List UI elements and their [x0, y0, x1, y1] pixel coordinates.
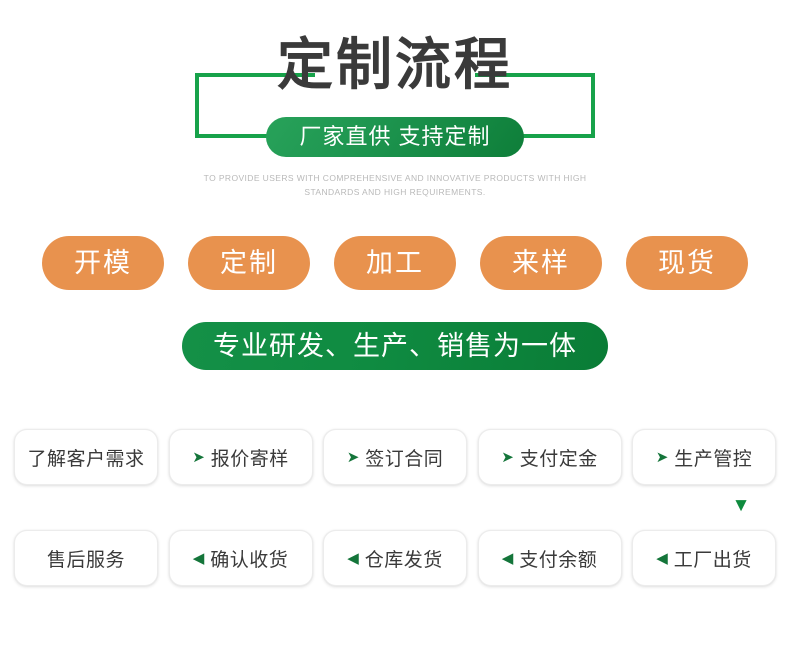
flow-row-bottom: 售后服务 ◀ 确认收货 ◀ 仓库发货 ◀ 支付余额 ◀ 工厂出货 [14, 530, 776, 586]
header-subtitle-line-2: STANDARDS AND HIGH REQUIREMENTS. [304, 187, 486, 197]
flow-step-card[interactable]: ◀ 确认收货 [168, 530, 313, 586]
flow-step-label: 仓库发货 [364, 549, 443, 571]
arrow-right-icon: ➤ [501, 448, 514, 466]
header-badge: 厂家直供 支持定制 [266, 117, 524, 157]
flow-step-label: 了解客户需求 [27, 448, 145, 470]
header-section: 定制流程 厂家直供 支持定制 TO PROVIDE USERS WITH COM… [0, 0, 790, 215]
slogan-banner: 专业研发、生产、销售为一体 [182, 322, 608, 370]
arrow-left-icon: ◀ [501, 549, 514, 567]
capability-pill[interactable]: 来样 [480, 236, 602, 290]
flow-step-card[interactable]: ◀ 工厂出货 [632, 530, 776, 586]
arrow-left-icon: ◀ [347, 549, 359, 567]
arrow-right-icon: ➤ [192, 448, 205, 466]
decorative-bracket-left [195, 73, 315, 138]
flow-step-card[interactable]: ➤ 报价寄样 [168, 429, 313, 485]
flow-step-label: 支付余额 [519, 549, 598, 571]
header-subtitle-line-1: TO PROVIDE USERS WITH COMPREHENSIVE AND … [203, 173, 587, 183]
flow-step-card[interactable]: ◀ 仓库发货 [323, 530, 467, 586]
flow-step-card[interactable]: 售后服务 [14, 530, 158, 586]
flow-step-card[interactable]: ➤ 生产管控 [632, 429, 776, 485]
arrow-right-icon: ➤ [655, 448, 669, 466]
capability-pill[interactable]: 定制 [188, 236, 310, 290]
flow-step-label: 报价寄样 [210, 448, 289, 470]
flow-step-card[interactable]: 了解客户需求 [14, 429, 158, 485]
flow-step-label: 售后服务 [46, 549, 125, 571]
flow-row-top: 了解客户需求 ➤ 报价寄样 ➤ 签订合同 ➤ 支付定金 ➤ 生产管控 [14, 429, 776, 485]
capability-pill[interactable]: 现货 [626, 236, 748, 290]
flow-step-label: 确认收货 [210, 549, 289, 571]
page-title: 定制流程 [277, 33, 513, 96]
arrow-left-icon: ◀ [192, 549, 205, 567]
flow-step-label: 生产管控 [674, 448, 753, 470]
flow-step-card[interactable]: ➤ 签订合同 [323, 429, 467, 485]
flow-step-label: 支付定金 [519, 448, 598, 470]
decorative-bracket-right [475, 73, 595, 138]
arrow-left-icon: ◀ [656, 549, 668, 567]
flow-step-card[interactable]: ◀ 支付余额 [477, 530, 622, 586]
flow-step-card[interactable]: ➤ 支付定金 [477, 429, 622, 485]
capability-pill[interactable]: 加工 [334, 236, 456, 290]
arrow-right-icon: ➤ [346, 448, 360, 466]
capability-pill[interactable]: 开模 [42, 236, 164, 290]
flow-step-label: 签订合同 [365, 448, 444, 470]
flow-step-label: 工厂出货 [673, 549, 752, 571]
arrow-down-icon: ▼ [731, 495, 751, 516]
header-subtitle-english: TO PROVIDE USERS WITH COMPREHENSIVE AND … [0, 171, 790, 199]
capability-pill-row: 开模 定制 加工 来样 现货 [42, 236, 748, 290]
